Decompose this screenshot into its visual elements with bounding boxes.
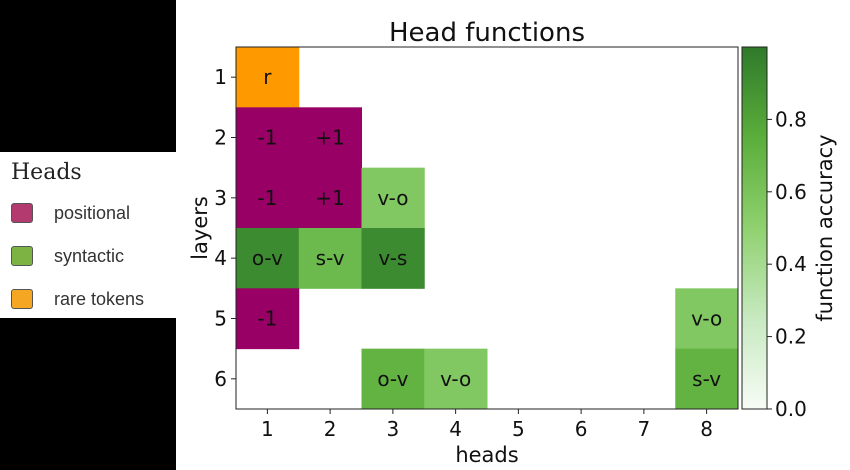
chart-title: Head functions bbox=[389, 18, 585, 48]
legend-swatch-positional bbox=[11, 203, 33, 223]
cell-label-layer-6-head-8: s-v bbox=[692, 367, 721, 391]
x-tick-label-2: 2 bbox=[324, 417, 337, 441]
y-tick-label-3: 3 bbox=[214, 186, 227, 210]
heatmap-cell-layer-5-head-1 bbox=[236, 288, 300, 350]
heatmap-cell-layer-4-head-2 bbox=[298, 227, 362, 289]
legend-item-syntactic: syntactic bbox=[11, 243, 124, 269]
cell-label-layer-1-head-1: r bbox=[263, 65, 272, 89]
heatmap-cells: r -1 +1 -1 +1 v-o o-v s-v v-s -1 v-o o-v v-o s-v bbox=[236, 47, 739, 410]
black-bar-top bbox=[0, 0, 176, 152]
cell-label-layer-2-head-2: +1 bbox=[315, 125, 344, 149]
legend-label-rare-tokens: rare tokens bbox=[54, 288, 145, 309]
cell-label-layer-3-head-1: -1 bbox=[257, 186, 277, 210]
legend-swatch-syntactic bbox=[11, 246, 33, 266]
cell-label-layer-2-head-1: -1 bbox=[257, 125, 277, 149]
heatmap-cell-layer-4-head-3 bbox=[361, 227, 425, 289]
legend-item-rare-tokens: rare tokens bbox=[11, 286, 144, 312]
black-bar-bottom bbox=[0, 318, 176, 470]
x-axis-label: heads bbox=[455, 443, 518, 467]
legend-swatch-rare-tokens bbox=[11, 289, 33, 309]
legend-label-syntactic: syntactic bbox=[54, 245, 125, 266]
legend-title: Heads bbox=[11, 160, 82, 185]
heatmap-cell-layer-4-head-1 bbox=[236, 227, 300, 289]
y-tick-label-1: 1 bbox=[214, 65, 227, 89]
cell-label-layer-5-head-8: v-o bbox=[691, 306, 722, 330]
heatmap-cell-layer-5-head-8 bbox=[675, 288, 739, 350]
colorbar-tick-label-0.8: 0.8 bbox=[775, 107, 807, 131]
colorbar-label: function accuracy bbox=[813, 134, 837, 321]
x-tick-label-4: 4 bbox=[449, 417, 462, 441]
axes: 1 2 3 4 5 6 7 8 1 2 3 4 5 6 bbox=[214, 65, 713, 441]
y-tick-label-2: 2 bbox=[214, 125, 227, 149]
colorbar-tick-label-0.4: 0.4 bbox=[775, 252, 807, 276]
cell-label-layer-6-head-3: o-v bbox=[377, 367, 408, 391]
legend-item-positional: positional bbox=[11, 200, 130, 226]
heatmap-cell-layer-1-head-1 bbox=[236, 47, 300, 108]
colorbar-tick-label-0.0: 0.0 bbox=[775, 397, 807, 421]
x-tick-label-7: 7 bbox=[638, 417, 651, 441]
heatmap-cell-layer-6-head-4 bbox=[424, 348, 488, 410]
cell-label-layer-4-head-2: s-v bbox=[316, 246, 345, 270]
x-tick-label-6: 6 bbox=[575, 417, 588, 441]
heads-legend: Heads positional syntactic rare tokens bbox=[0, 152, 176, 318]
legend-label-positional: positional bbox=[54, 202, 131, 223]
x-tick-label-8: 8 bbox=[700, 417, 713, 441]
cell-label-layer-3-head-3: v-o bbox=[377, 186, 408, 210]
colorbar-tick-label-0.6: 0.6 bbox=[775, 180, 807, 204]
heatmap-cell-layer-3-head-3 bbox=[361, 167, 425, 229]
heatmap-cell-layer-3-head-2 bbox=[298, 167, 362, 229]
y-tick-label-6: 6 bbox=[214, 367, 227, 391]
y-tick-label-5: 5 bbox=[214, 306, 227, 330]
y-tick-label-4: 4 bbox=[214, 246, 227, 270]
cell-label-layer-6-head-4: v-o bbox=[440, 367, 471, 391]
heatmap-cell-layer-3-head-1 bbox=[236, 167, 300, 229]
colorbar-tick-label-0.2: 0.2 bbox=[775, 325, 807, 349]
heatmap-cell-layer-6-head-3 bbox=[361, 348, 425, 410]
x-tick-label-3: 3 bbox=[387, 417, 400, 441]
cell-label-layer-4-head-3: v-s bbox=[378, 246, 407, 270]
x-tick-label-5: 5 bbox=[512, 417, 525, 441]
cell-label-layer-5-head-1: -1 bbox=[257, 306, 277, 330]
cell-label-layer-4-head-1: o-v bbox=[252, 246, 283, 270]
heatmap-cell-layer-6-head-8 bbox=[675, 348, 739, 410]
x-tick-label-1: 1 bbox=[261, 417, 274, 441]
colorbar bbox=[741, 46, 768, 410]
y-axis-label: layers bbox=[188, 196, 212, 260]
colorbar-ticks: 0.0 0.2 0.4 0.6 0.8 bbox=[767, 107, 807, 421]
heatmap-cell-layer-2-head-1 bbox=[236, 107, 300, 169]
plot-frame bbox=[235, 46, 739, 410]
cell-label-layer-3-head-2: +1 bbox=[315, 186, 344, 210]
heatmap-cell-layer-2-head-2 bbox=[298, 107, 362, 169]
